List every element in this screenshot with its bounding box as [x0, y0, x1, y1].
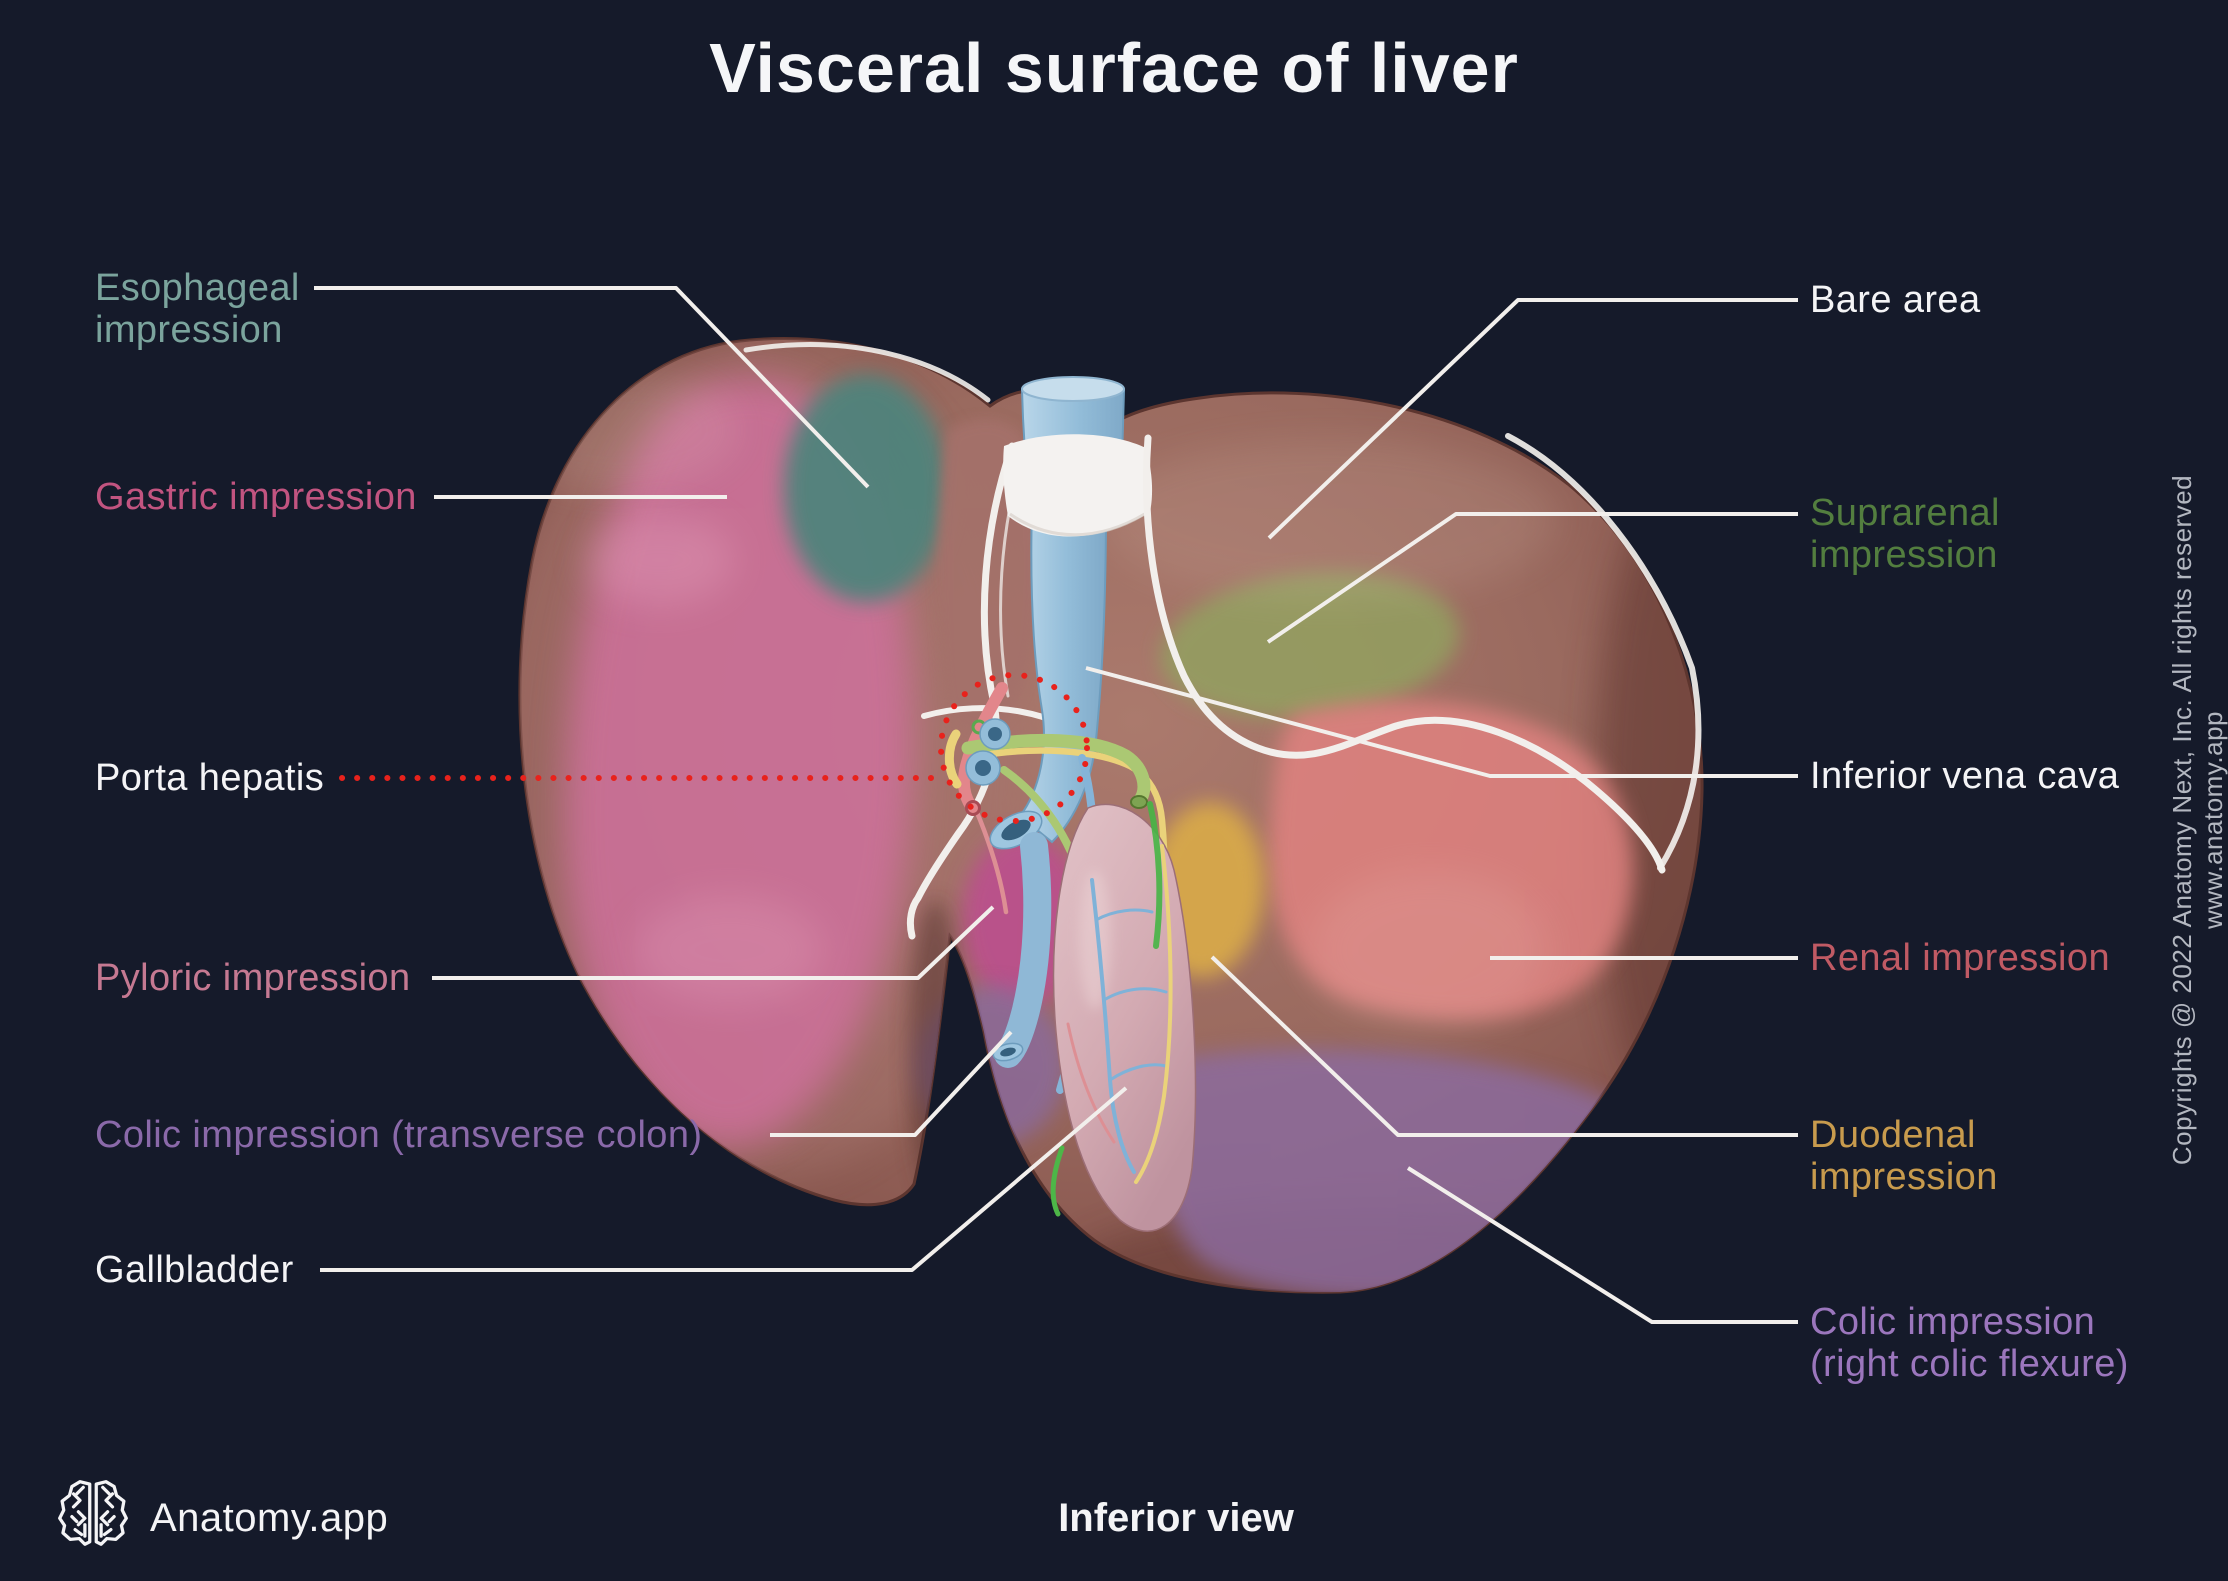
left-lobe-edge-ligament — [743, 342, 991, 403]
gastric-highlight — [585, 515, 735, 605]
brand-name: Anatomy.app — [150, 1496, 389, 1540]
label-line: Gastric impression — [95, 476, 417, 518]
leader-colic-transverse — [770, 1030, 1013, 1137]
label-porta-hepatis: Porta hepatis — [95, 757, 324, 799]
renal-highlight — [1310, 870, 1550, 1030]
label-line: Renal impression — [1810, 937, 2110, 979]
portal-vein-lumen — [1001, 819, 1031, 841]
label-line: impression — [1810, 1156, 1998, 1198]
label-line: Bare area — [1810, 279, 1981, 321]
ivc-top-opening — [1021, 376, 1125, 402]
thin-artery — [973, 807, 1009, 915]
bile-duct-stub — [944, 729, 962, 789]
label-line: Esophageal — [95, 267, 300, 309]
hepatic-duct-green — [961, 733, 1151, 807]
label-duodenal-impression: Duodenal impression — [1810, 1114, 1998, 1198]
label-line: (right colic flexure) — [1810, 1343, 2129, 1385]
right-edge-ligament-line — [1505, 433, 1702, 871]
page-title: Visceral surface of liver — [709, 29, 1519, 107]
gallbladder-vein-branch — [1108, 1063, 1168, 1082]
leader-ivc — [1085, 666, 1798, 778]
gallbladder-vein-branch — [1094, 908, 1154, 922]
label-line: Colic impression (transverse colon) — [95, 1114, 703, 1156]
label-pyloric-impression: Pyloric impression — [95, 957, 411, 999]
view-label: Inferior view — [1058, 1496, 1294, 1540]
label-line: Porta hepatis — [95, 757, 325, 799]
label-line: impression — [1810, 534, 1998, 576]
copyright-text: Copyrights @ 2022 Anatomy Next, Inc. All… — [2167, 474, 2228, 1166]
fundus-green-strand — [1050, 1145, 1065, 1217]
leader-suprarenal — [1266, 512, 1798, 644]
leader-esophageal — [314, 286, 870, 489]
label-line: Pyloric impression — [95, 957, 411, 999]
label-gallbladder: Gallbladder — [95, 1249, 294, 1291]
gallbladder-duct-yellow — [1134, 844, 1173, 1184]
anatomy-app-brain-logo-icon — [58, 1480, 128, 1546]
green-duct-opening — [1130, 795, 1148, 809]
label-line: Colic impression — [1810, 1301, 2096, 1343]
label-line: Suprarenal — [1810, 492, 2000, 534]
leader-colic-flexure — [1406, 1166, 1798, 1324]
esophageal-impression-patch — [784, 374, 948, 602]
falciform-band-shadow — [1009, 510, 1149, 537]
falciform-band — [1003, 434, 1153, 537]
label-line: Gallbladder — [95, 1249, 294, 1291]
portal-branch-lumen — [975, 760, 991, 776]
label-esophageal-impression: Esophageal impression — [95, 267, 300, 351]
leader-pyloric — [432, 905, 995, 980]
label-colic-impression-transverse: Colic impression (transverse colon) — [95, 1114, 702, 1156]
gallbladder-vein-branch — [1102, 987, 1168, 1002]
gastric-highlight — [635, 895, 825, 1005]
label-bare-area: Bare area — [1810, 279, 1980, 321]
label-line: Duodenal — [1810, 1114, 1976, 1156]
porta-hepatis-circle — [938, 672, 1090, 824]
green-sliver — [1147, 801, 1163, 949]
label-line: Inferior vena cava — [1810, 755, 2120, 797]
label-gastric-impression: Gastric impression — [95, 476, 417, 518]
label-line: impression — [95, 309, 283, 351]
portal-branch-lumen — [988, 727, 1002, 741]
label-suprarenal-impression: Suprarenal impression — [1810, 492, 2000, 576]
label-colic-impression-flexure: Colic impression (right colic flexure) — [1810, 1301, 2129, 1385]
coronary-ligament-line — [1143, 434, 1666, 874]
suprarenal-impression-patch — [1160, 571, 1460, 719]
gallbladder-vein-blue — [1090, 878, 1136, 1174]
leader-bare-area — [1267, 298, 1798, 540]
label-inferior-vena-cava: Inferior vena cava — [1810, 755, 2119, 797]
gallbladder-artery-red — [1066, 1022, 1116, 1144]
leader-duodenal — [1210, 955, 1798, 1137]
leader-gallbladder — [320, 1086, 1128, 1272]
label-renal-impression: Renal impression — [1810, 937, 2110, 979]
dome-highlight — [1100, 440, 1560, 600]
descending-vein-lumen — [1000, 1047, 1016, 1057]
lobe-highlight — [519, 370, 740, 490]
